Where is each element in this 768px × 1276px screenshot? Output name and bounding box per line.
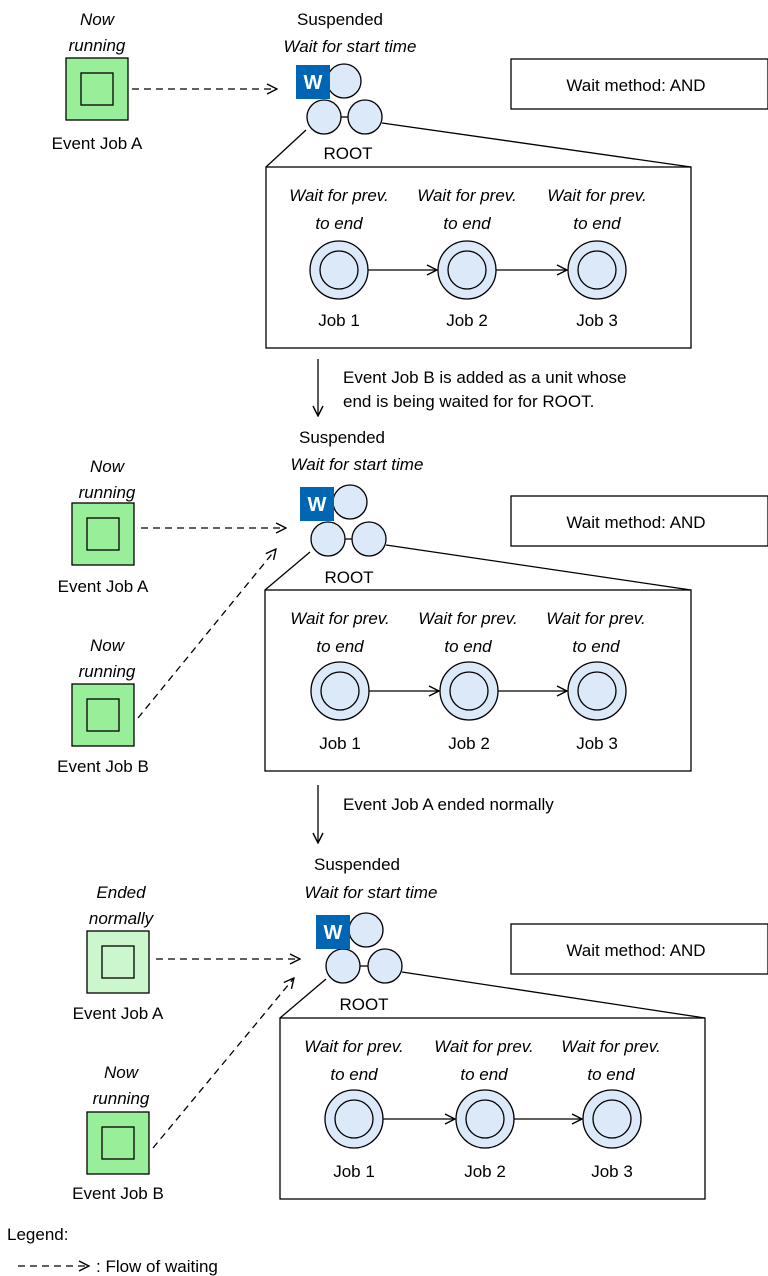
root-wait-condition: Wait for start time xyxy=(305,883,438,902)
wait-flow-arrow xyxy=(137,549,276,719)
root-label: ROOT xyxy=(339,995,388,1014)
job-1[interactable]: Wait for prev. to end Job 1 xyxy=(290,609,390,753)
legend-title: Legend: xyxy=(7,1225,68,1244)
job-1[interactable]: Wait for prev. to end Job 1 xyxy=(304,1037,404,1181)
job-name: Job 3 xyxy=(576,734,618,753)
transition-text-line1: Event Job A ended normally xyxy=(343,795,554,814)
job-wait-line1: Wait for prev. xyxy=(434,1037,534,1056)
event-job-b[interactable]: Now running Event Job B xyxy=(72,1063,164,1203)
transition-1: Event Job B is added as a unit whose end… xyxy=(318,359,627,416)
job-2[interactable]: Wait for prev. to end Job 2 xyxy=(417,186,517,330)
wait-method-label: Wait method: AND xyxy=(566,513,705,532)
event-job-status-line2: normally xyxy=(89,909,155,928)
event-job-status-line1: Now xyxy=(90,457,126,476)
job-name: Job 3 xyxy=(576,311,618,330)
job-3[interactable]: Wait for prev. to end Job 3 xyxy=(547,186,647,330)
event-job-a[interactable]: Now running Event Job A xyxy=(58,457,149,596)
job-name: Job 2 xyxy=(464,1162,506,1181)
job-name: Job 2 xyxy=(448,734,490,753)
root-status: Suspended xyxy=(297,10,383,29)
wait-badge xyxy=(300,487,334,521)
job-2[interactable]: Wait for prev. to end Job 2 xyxy=(434,1037,534,1181)
legend: Legend: : Flow of waiting xyxy=(7,1225,218,1276)
panel-2: Now running Event Job A Now running Even… xyxy=(57,428,768,776)
event-job-name: Event Job B xyxy=(57,757,149,776)
wait-badge-label: W xyxy=(304,72,323,94)
event-job-status-line1: Now xyxy=(90,636,126,655)
job-name: Job 2 xyxy=(446,311,488,330)
wait-badge-label: W xyxy=(324,922,343,944)
root-label: ROOT xyxy=(323,144,372,163)
job-wait-line2: to end xyxy=(573,214,621,233)
root-wait-condition: Wait for start time xyxy=(291,455,424,474)
job-wait-line1: Wait for prev. xyxy=(546,609,646,628)
legend-flow-label: : Flow of waiting xyxy=(96,1257,218,1276)
event-job-status-line1: Now xyxy=(80,10,116,29)
event-job-status-line2: running xyxy=(79,483,136,502)
job-wait-line2: to end xyxy=(316,637,364,656)
job-wait-line2: to end xyxy=(587,1065,635,1084)
job-name: Job 1 xyxy=(333,1162,375,1181)
transition-text-line1: Event Job B is added as a unit whose xyxy=(343,368,627,387)
wait-badge xyxy=(296,65,330,99)
job-wait-line1: Wait for prev. xyxy=(547,186,647,205)
event-job-status-line1: Now xyxy=(104,1063,140,1082)
job-wait-line2: to end xyxy=(443,214,491,233)
root-label: ROOT xyxy=(324,568,373,587)
event-job-icon-inner xyxy=(80,72,114,106)
event-job-status-line2: running xyxy=(93,1089,150,1108)
transition-text-line2: end is being waited for for ROOT. xyxy=(343,392,594,411)
root-circle-right xyxy=(347,99,383,135)
root-status: Suspended xyxy=(299,428,385,447)
transition-2: Event Job A ended normally xyxy=(318,785,554,843)
event-job-a[interactable]: Now running Event Job A xyxy=(52,10,143,153)
job-1[interactable]: Wait for prev. to end Job 1 xyxy=(289,186,389,330)
job-wait-line2: to end xyxy=(330,1065,378,1084)
root-jobnet[interactable]: Suspended Wait for start time W ROOT xyxy=(305,855,438,1014)
wait-method-label: Wait method: AND xyxy=(566,941,705,960)
root-jobnet[interactable]: Suspended Wait for start time W ROOT xyxy=(291,428,424,587)
event-job-name: Event Job A xyxy=(73,1004,164,1023)
root-circle-left xyxy=(306,99,342,135)
job-wait-line1: Wait for prev. xyxy=(304,1037,404,1056)
wait-method-box xyxy=(510,495,768,547)
job-wait-line1: Wait for prev. xyxy=(418,609,518,628)
event-job-a[interactable]: Ended normally Event Job A xyxy=(73,883,164,1023)
job-wait-line1: Wait for prev. xyxy=(561,1037,661,1056)
job-wait-line1: Wait for prev. xyxy=(417,186,517,205)
job-3[interactable]: Wait for prev. to end Job 3 xyxy=(546,609,646,753)
event-job-name: Event Job B xyxy=(72,1184,164,1203)
panel-1: Now running Event Job A Suspended Wait f… xyxy=(52,10,768,349)
job-wait-line1: Wait for prev. xyxy=(289,186,389,205)
event-job-name: Event Job A xyxy=(52,134,143,153)
root-status: Suspended xyxy=(314,855,400,874)
job-wait-line2: to end xyxy=(572,637,620,656)
job-3[interactable]: Wait for prev. to end Job 3 xyxy=(561,1037,661,1181)
job-wait-line1: Wait for prev. xyxy=(290,609,390,628)
wait-badge xyxy=(316,915,350,949)
job-wait-line2: to end xyxy=(315,214,363,233)
job-wait-line2: to end xyxy=(444,637,492,656)
event-job-name: Event Job A xyxy=(58,577,149,596)
event-job-status-line1: Ended xyxy=(96,883,146,902)
wait-badge-label: W xyxy=(308,494,327,516)
root-jobnet[interactable]: Suspended Wait for start time W ROOT xyxy=(284,10,417,163)
wait-method-label: Wait method: AND xyxy=(566,76,705,95)
event-job-b[interactable]: Now running Event Job B xyxy=(57,636,149,776)
root-wait-condition: Wait for start time xyxy=(284,37,417,56)
root-circle-top xyxy=(326,63,362,99)
panel-3: Ended normally Event Job A Now running E… xyxy=(72,855,768,1203)
job-name: Job 1 xyxy=(318,311,360,330)
wait-flow-arrow xyxy=(152,978,294,1149)
job-2[interactable]: Wait for prev. to end Job 2 xyxy=(418,609,518,753)
job-name: Job 3 xyxy=(591,1162,633,1181)
wait-method-box xyxy=(510,58,768,110)
wait-method-box xyxy=(510,923,768,975)
job-name: Job 1 xyxy=(319,734,361,753)
job-wait-line2: to end xyxy=(460,1065,508,1084)
event-job-status-line2: running xyxy=(69,36,126,55)
event-job-status-line2: running xyxy=(79,662,136,681)
